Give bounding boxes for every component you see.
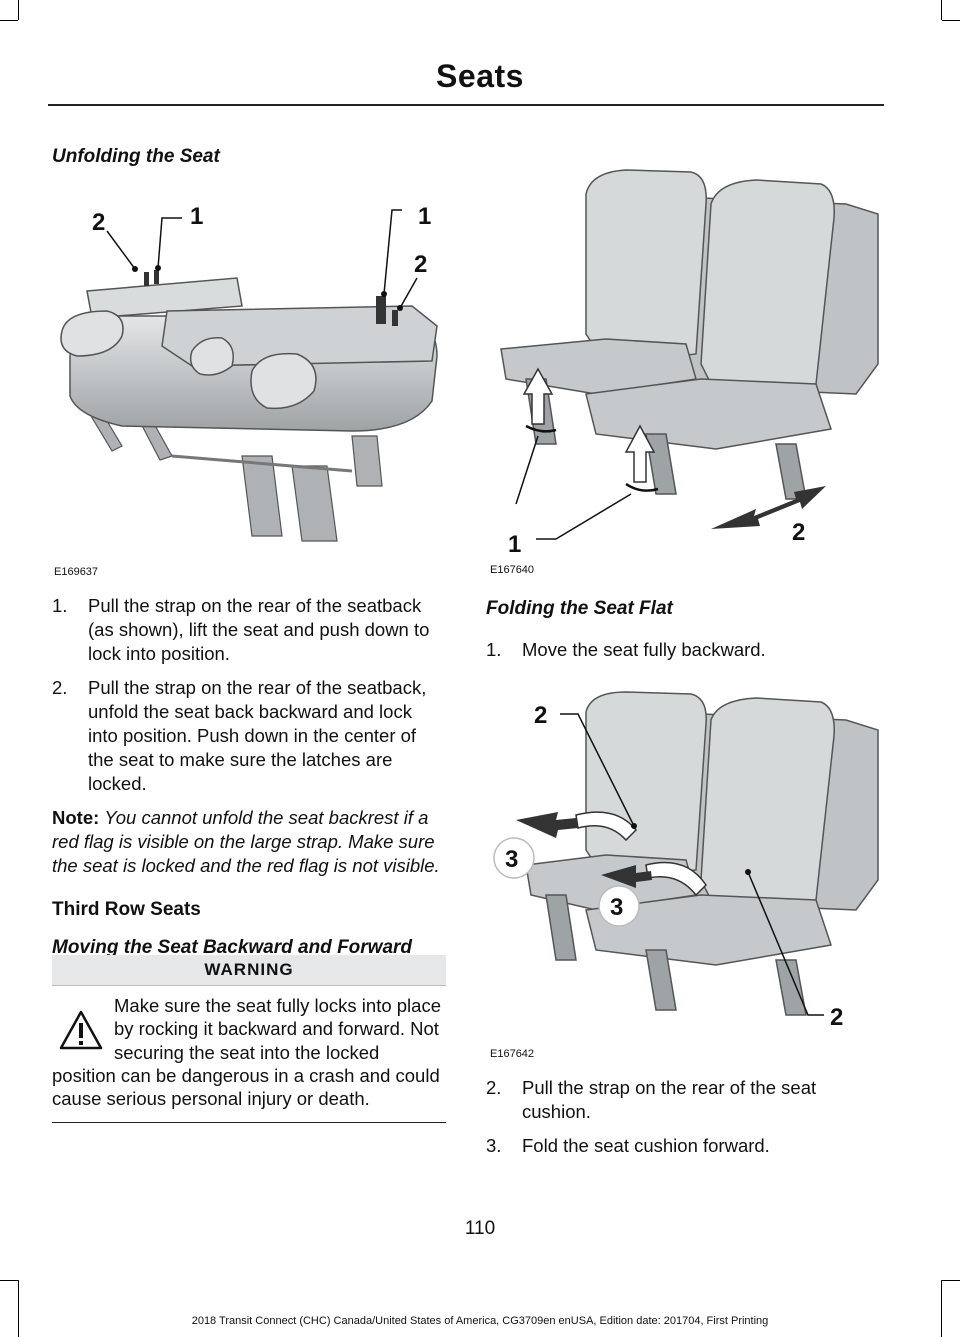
crop-mark [18,1280,19,1337]
steps-list: 2. Pull the strap on the rear of the sea… [486,1076,884,1158]
steps-list: 1. Move the seat fully backward. [486,638,884,662]
figure-unfolding-seat: 2 1 1 2 E169637 [52,186,446,581]
seat-illustration: 1 2 [500,169,879,558]
callout-label: 3 [610,894,623,921]
seat-illustration: 2 3 3 2 [493,691,879,1031]
crop-mark [0,20,18,21]
note-text: You cannot unfold the seat backrest if a… [52,807,440,877]
step-number: 2. [52,677,68,699]
step-number: 1. [486,639,502,660]
page-title: Seats [436,58,524,94]
warning-box: WARNING Make sure the seat fully locks i… [52,955,446,1124]
list-item: 2. Pull the strap on the rear of the sea… [52,676,446,796]
warning-text: Make sure the seat fully locks into plac… [52,995,441,1110]
steps-unfolding: 1. Pull the strap on the rear of the sea… [52,594,446,959]
step-text: Pull the strap on the rear of the seatba… [88,595,430,665]
callout-label: 3 [505,846,518,873]
note-label: Note: [52,807,100,829]
section-heading-text: Unfolding the Seat [52,146,220,167]
figure-code: E167640 [490,564,535,576]
step-text: Fold the seat cushion forward. [522,1135,770,1157]
figure-code: E167642 [490,1048,535,1060]
callout-label: 2 [534,702,547,729]
step-text: Move the seat fully backward. [522,639,766,660]
figure-moving-seat: 1 2 E167640 [486,164,884,582]
list-item: 3. Fold the seat cushion forward. [486,1134,884,1158]
step-number: 1. [52,595,68,616]
subsection-heading: Third Row Seats [52,898,201,920]
callout-label: 2 [830,1004,843,1031]
warning-title: WARNING [52,955,446,986]
callout-label: 1 [418,203,431,230]
warning-triangle-icon [59,1010,103,1050]
step-number: 3. [486,1135,502,1157]
section-heading-unfolding: Unfolding the Seat [52,146,446,168]
sub-heading: Moving the Seat Backward and Forward [52,936,413,958]
section-heading-text: Folding the Seat Flat [486,598,673,619]
callout-label: 2 [792,519,805,546]
warning-divider [52,1122,446,1124]
note: Note: You cannot unfold the seat backres… [52,806,446,878]
page-number: 110 [464,1218,496,1239]
steps-folding: 2. Pull the strap on the rear of the sea… [486,1076,884,1168]
list-item: 2. Pull the strap on the rear of the sea… [486,1076,884,1124]
list-item: 1. Move the seat fully backward. [486,638,884,662]
footer-text: 2018 Transit Connect (CHC) Canada/United… [191,1315,769,1327]
crop-mark [941,0,942,20]
header-divider [48,104,884,106]
warning-body: Make sure the seat fully locks into plac… [52,994,446,1110]
crop-mark [18,0,19,20]
crop-mark [0,1280,18,1281]
figure-code: E169637 [54,566,99,578]
callout-label: 2 [414,251,427,278]
step-number: 2. [486,1077,502,1098]
callout-label: 2 [92,209,105,236]
crop-mark [942,20,960,21]
figure-folding-seat: 2 3 3 2 E167642 [486,690,884,1065]
list-item: 1. Pull the strap on the rear of the sea… [52,594,446,666]
callout-label: 1 [190,203,203,230]
step-text: Pull the strap on the rear of the seat c… [522,1077,817,1123]
crop-mark [941,1280,942,1337]
section-heading-folding: Folding the Seat Flat 1. Move the seat f… [486,598,884,672]
callout-label: 1 [508,531,521,558]
seat-illustration: 2 1 1 2 [60,203,438,542]
step-text: Pull the strap on the rear of the seatba… [88,677,427,795]
steps-list: 1. Pull the strap on the rear of the sea… [52,594,446,796]
crop-mark [942,1280,960,1281]
